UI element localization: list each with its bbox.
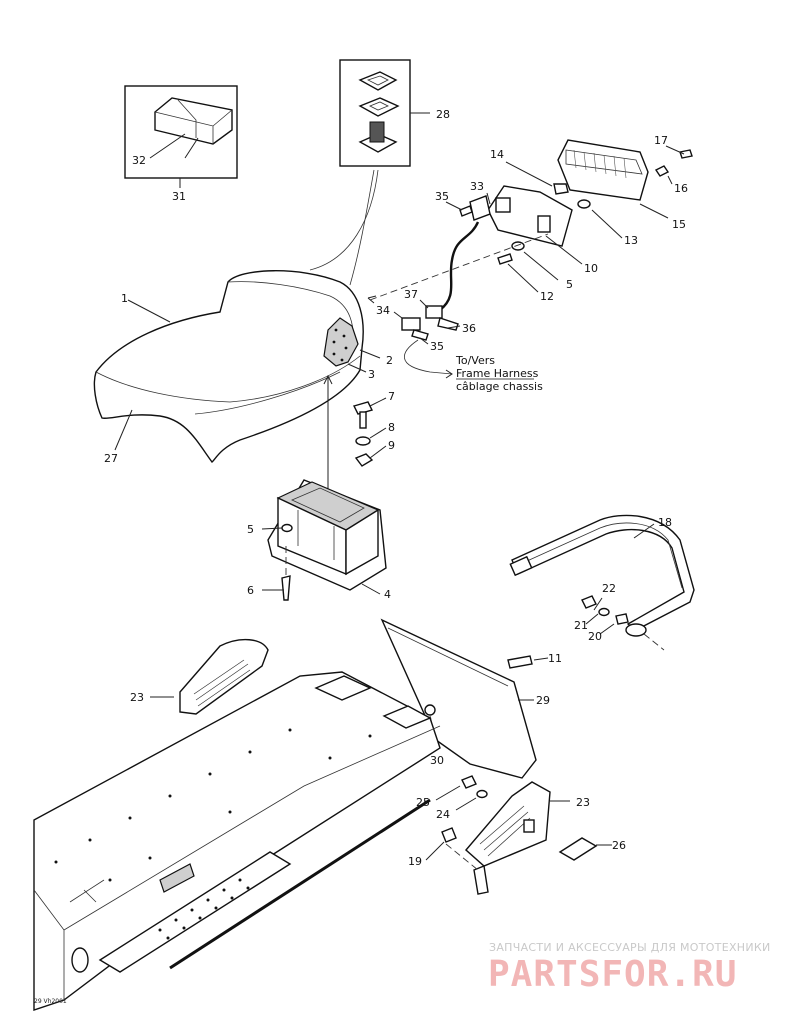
label-34: 34	[376, 304, 390, 317]
label-11: 11	[548, 652, 562, 665]
battery-box	[261, 479, 387, 601]
label-5-box: 5	[247, 523, 254, 536]
label-6: 6	[247, 584, 254, 597]
label-31: 31	[172, 190, 186, 203]
label-23-left: 23	[130, 691, 144, 704]
label-13: 13	[624, 234, 638, 247]
label-2: 2	[386, 354, 393, 367]
grab-handle	[509, 514, 695, 651]
tunnel-frame	[33, 671, 441, 1011]
label-35-top: 35	[435, 190, 449, 203]
label-29: 29	[536, 694, 550, 707]
inset-box-seal-kit	[124, 85, 238, 188]
label-15: 15	[672, 218, 686, 231]
harness-note-line-3: câblage chassis	[456, 380, 543, 393]
label-9: 9	[388, 439, 395, 452]
label-30: 30	[430, 754, 444, 767]
label-32: 32	[132, 154, 146, 167]
label-10: 10	[584, 262, 598, 275]
label-16: 16	[674, 182, 688, 195]
label-19: 19	[408, 855, 422, 868]
label-28: 28	[436, 108, 450, 121]
label-25: 25	[416, 796, 430, 809]
harness-note-line-2: Frame Harness	[456, 367, 539, 380]
label-3: 3	[368, 368, 375, 381]
label-20: 20	[588, 630, 602, 643]
label-33: 33	[470, 180, 484, 193]
label-4: 4	[384, 588, 391, 601]
watermark-logo: PARTSFOR.RU	[488, 954, 738, 995]
label-17: 17	[654, 134, 668, 147]
label-8: 8	[388, 421, 395, 434]
label-36: 36	[462, 322, 476, 335]
label-23-right: 23	[576, 796, 590, 809]
label-35-bottom: 35	[430, 340, 444, 353]
watermark-tagline: ЗАПЧАСТИ И АКСЕССУАРЫ ДЛЯ МОТОТЕХНИКИ	[489, 941, 771, 954]
label-21: 21	[574, 619, 588, 632]
taillight-assembly	[367, 139, 693, 379]
seat-assembly	[93, 270, 381, 463]
rear-hardware	[425, 775, 489, 895]
label-24: 24	[436, 808, 450, 821]
label-5-light: 5	[566, 278, 573, 291]
label-12: 12	[540, 290, 554, 303]
label-7: 7	[388, 390, 395, 403]
hardware-bolt-washer-nut	[323, 374, 387, 490]
inset-box-vent-kit	[309, 59, 430, 286]
label-27: 27	[104, 452, 118, 465]
drawing-code: 29 Vh2001	[34, 998, 67, 1005]
harness-note: To/Vers Frame Harness câblage chassis	[455, 354, 543, 393]
label-1: 1	[121, 292, 128, 305]
label-14: 14	[490, 148, 504, 161]
rear-side-covers	[150, 639, 612, 867]
callout-labels: 1 2 3 4 5 5 6 7 8 9 10 11 12 13 14 15 16…	[104, 108, 688, 868]
label-22: 22	[602, 582, 616, 595]
harness-note-line-1: To/Vers	[455, 354, 495, 367]
label-26: 26	[612, 839, 626, 852]
label-37: 37	[404, 288, 418, 301]
label-18: 18	[658, 516, 672, 529]
